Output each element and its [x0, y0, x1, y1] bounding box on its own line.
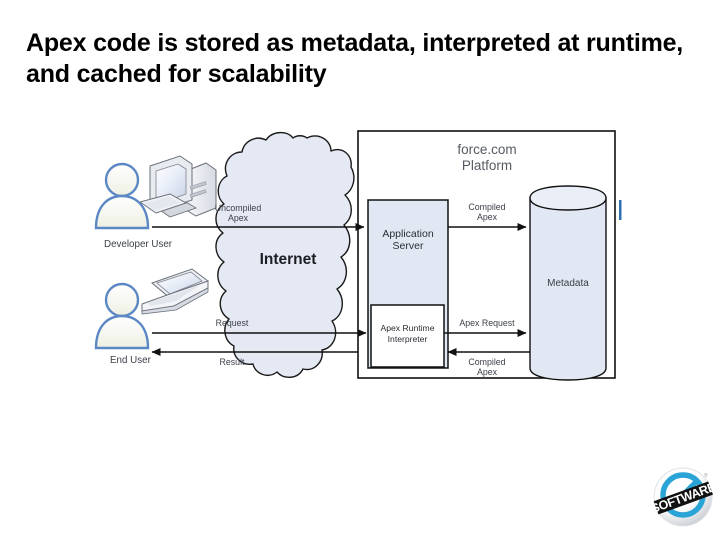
- flow-uncompiled-apex-label-2: Apex: [228, 213, 249, 223]
- person-icon: [94, 282, 150, 350]
- end-user-label: End User: [110, 355, 152, 366]
- internet-cloud: Internet: [215, 131, 355, 378]
- metadata-cylinder: Metadata: [529, 185, 607, 381]
- platform-edge-tick: [619, 200, 622, 220]
- apex-runtime-label-2: Interpreter: [388, 334, 428, 344]
- flow-result: Result: [151, 348, 358, 367]
- logo-trademark: ®: [704, 472, 708, 479]
- desktop-computer-icon: [138, 155, 217, 218]
- metadata-label: Metadata: [547, 278, 589, 289]
- developer-user-actor: Developer User: [94, 155, 217, 250]
- flow-compiled-apex-store: Compiled Apex: [448, 202, 527, 231]
- flow-result-label: Result: [220, 357, 245, 367]
- flow-compiled-apex-store-label-2: Apex: [477, 212, 498, 222]
- no-software-logo: SOFTWARE ®: [649, 466, 718, 528]
- logo-banner: [653, 481, 713, 515]
- end-user-actor: End User: [94, 268, 209, 366]
- apex-runtime-interpreter-node: Apex Runtime Interpreter: [370, 304, 445, 368]
- application-server-label-1: Application: [382, 228, 434, 240]
- apex-runtime-label-1: Apex Runtime: [381, 323, 435, 333]
- laptop-computer-icon: [141, 268, 209, 315]
- flow-compiled-apex-fetch-label-1: Compiled: [468, 357, 505, 367]
- flow-compiled-apex-store-label-1: Compiled: [468, 202, 505, 212]
- internet-label: Internet: [260, 251, 317, 268]
- flow-uncompiled-apex: Uncompiled Apex: [152, 203, 365, 231]
- flow-apex-request-label: Apex Request: [459, 318, 515, 328]
- architecture-diagram: force.com Platform Internet Application …: [0, 118, 720, 398]
- flow-apex-request: Apex Request: [444, 318, 527, 337]
- application-server-label-2: Server: [393, 240, 424, 252]
- flow-uncompiled-apex-label-1: Uncompiled: [215, 203, 262, 213]
- flow-compiled-apex-fetch: Compiled Apex: [447, 348, 530, 377]
- platform-title-line1: force.com: [457, 142, 516, 157]
- person-icon: [94, 162, 150, 230]
- flow-compiled-apex-fetch-label-2: Apex: [477, 367, 498, 377]
- page-title: Apex code is stored as metadata, interpr…: [26, 29, 684, 88]
- flow-request-label: Request: [216, 318, 249, 328]
- platform-title-line2: Platform: [462, 158, 512, 173]
- developer-user-label: Developer User: [104, 239, 173, 250]
- flow-request: Request: [152, 318, 367, 337]
